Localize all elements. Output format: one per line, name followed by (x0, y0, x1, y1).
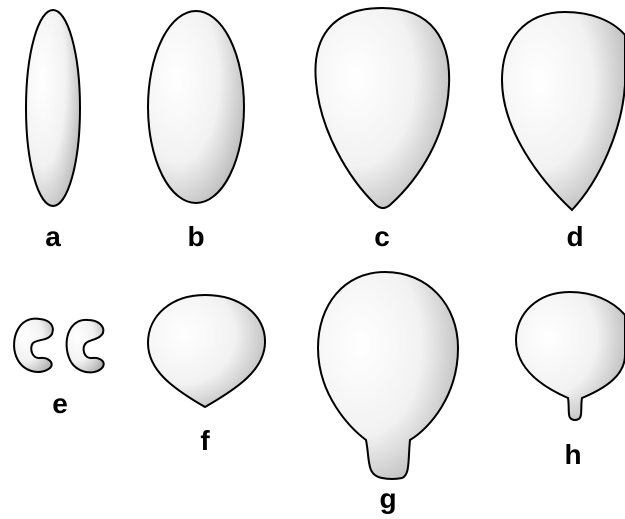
shape-c-outline (315, 8, 449, 208)
shape-b: b (148, 11, 244, 252)
shape-c-label: c (374, 221, 390, 252)
shape-d: d (502, 12, 625, 252)
shape-d-outline (502, 12, 625, 210)
shape-f-label: f (200, 425, 210, 456)
shape-g-outline (318, 272, 458, 479)
shape-c: c (315, 8, 449, 252)
shape-a-label: a (45, 221, 61, 252)
shape-a: a (26, 10, 80, 252)
shape-d-label: d (566, 221, 583, 252)
shape-h: h (516, 292, 625, 470)
shape-e-kidney-left (14, 319, 53, 372)
shape-b-outline (148, 11, 244, 203)
shape-f: f (148, 295, 265, 456)
shape-e-label: e (52, 388, 68, 419)
shape-h-outline (516, 292, 625, 420)
shape-g: g (318, 272, 458, 514)
shape-h-label: h (564, 439, 581, 470)
shape-f-outline (148, 295, 265, 407)
shape-e-kidney-right (67, 320, 104, 373)
shape-b-label: b (187, 221, 204, 252)
shape-g-label: g (379, 483, 396, 514)
shape-e: e (14, 319, 104, 419)
shape-a-outline (26, 10, 80, 206)
